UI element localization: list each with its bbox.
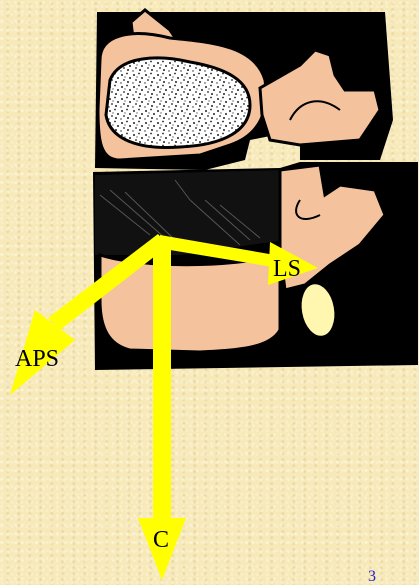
c-arrow-shaft [153,240,171,520]
page-number: 3 [368,569,376,585]
label-c: C [153,528,169,552]
label-aps: APS [15,347,59,371]
label-ls: LS [273,257,301,281]
